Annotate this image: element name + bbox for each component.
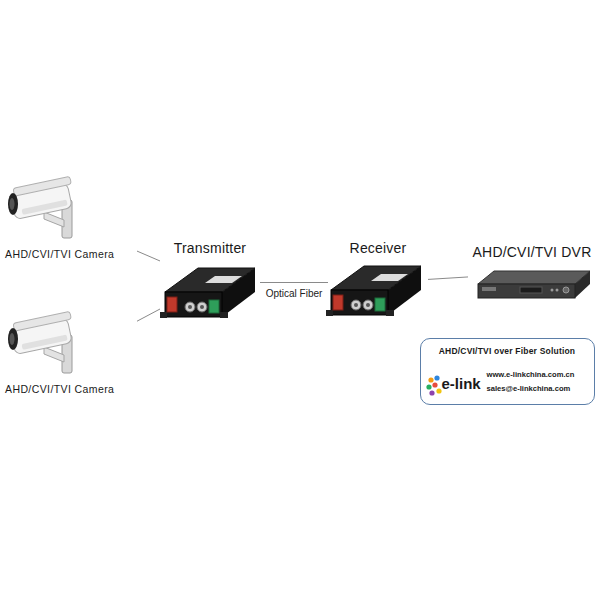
node-title: Receiver: [308, 240, 448, 256]
camera-body-group: [9, 311, 76, 354]
terminal-block: [209, 300, 219, 313]
camera-lens-glass: [10, 333, 15, 345]
node-title: AHD/CVI/TVI Camera: [5, 248, 137, 260]
logo-mark: [426, 375, 441, 395]
bnc-pin: [354, 303, 358, 307]
node-title: Transmitter: [140, 240, 280, 256]
logo-dot: [429, 390, 434, 395]
logo-dot: [426, 384, 431, 389]
terminal-block: [375, 298, 385, 311]
connector-line: [260, 282, 328, 283]
node-title: AHD/CVI/TVI over Fiber Solution: [420, 347, 595, 357]
camera-lens-glass: [10, 198, 15, 210]
dvr-front: [478, 284, 575, 298]
device-front: [331, 290, 388, 315]
device-node: AHD/CVI/TVI Camera: [2, 180, 137, 264]
camera-illustration: [8, 311, 76, 373]
bnc-connector: [197, 302, 207, 312]
camera-illustration: [8, 176, 76, 238]
dvr-button: [551, 289, 554, 292]
bnc-connector: [363, 300, 373, 310]
mount-arm: [44, 212, 64, 227]
node-title: AHD/CVI/TVI DVR: [460, 244, 600, 260]
camera-hood: [13, 176, 71, 196]
bnc-connector: [185, 302, 195, 312]
bnc-connector: [351, 300, 361, 310]
camera-lens: [8, 193, 18, 215]
camera-lens: [8, 328, 18, 350]
device-flange: [220, 312, 228, 318]
node-text: sales@e-linkchina.com: [487, 385, 595, 394]
logo-dot: [428, 377, 433, 382]
logo-dot: [436, 388, 441, 393]
device-node: Transmitter: [160, 240, 260, 325]
info-box: AHD/CVI/TVI over Fiber Solution e-linkwww…: [420, 338, 595, 405]
fiber-converter-device: [326, 266, 421, 316]
dvr-badge: [482, 287, 496, 291]
dvr-knob: [563, 287, 569, 293]
bnc-pin: [366, 303, 370, 307]
bnc-pin: [200, 305, 204, 309]
connector-line: [137, 251, 160, 261]
node-text: e-link: [442, 375, 490, 392]
device-node: AHD/CVI/TVI Camera: [2, 315, 137, 399]
device-front: [165, 292, 222, 317]
device-node: AHD/CVI/TVI DVR: [468, 244, 596, 302]
device-flange: [326, 310, 333, 316]
dvr-side: [575, 271, 590, 298]
logo-dot: [432, 382, 437, 387]
fiber-port: [167, 297, 177, 312]
camera-body-group: [9, 176, 76, 219]
dvr-display: [520, 287, 542, 293]
camera-shade: [21, 334, 67, 349]
edge-label: Optical Fiber: [266, 288, 323, 299]
connector-line: [137, 309, 160, 321]
device-node: Receiver: [328, 240, 428, 325]
device-flange: [386, 310, 394, 316]
connector-line: [428, 277, 468, 279]
node-text: www.e-linkchina.com.cn: [487, 371, 595, 380]
fiber-port: [333, 295, 343, 310]
fiber-converter-device: [160, 268, 255, 318]
device-side: [388, 266, 421, 315]
dvr-button: [556, 289, 559, 292]
node-title: AHD/CVI/TVI Camera: [5, 383, 137, 395]
device-flange: [160, 312, 167, 318]
camera-hood: [13, 311, 71, 331]
dvr-top: [478, 271, 590, 284]
mount-arm: [44, 347, 64, 362]
logo-dot: [434, 375, 439, 380]
bnc-pin: [188, 305, 192, 309]
camera-shade: [21, 199, 67, 214]
dvr-illustration: [478, 271, 590, 298]
device-side: [222, 268, 255, 317]
